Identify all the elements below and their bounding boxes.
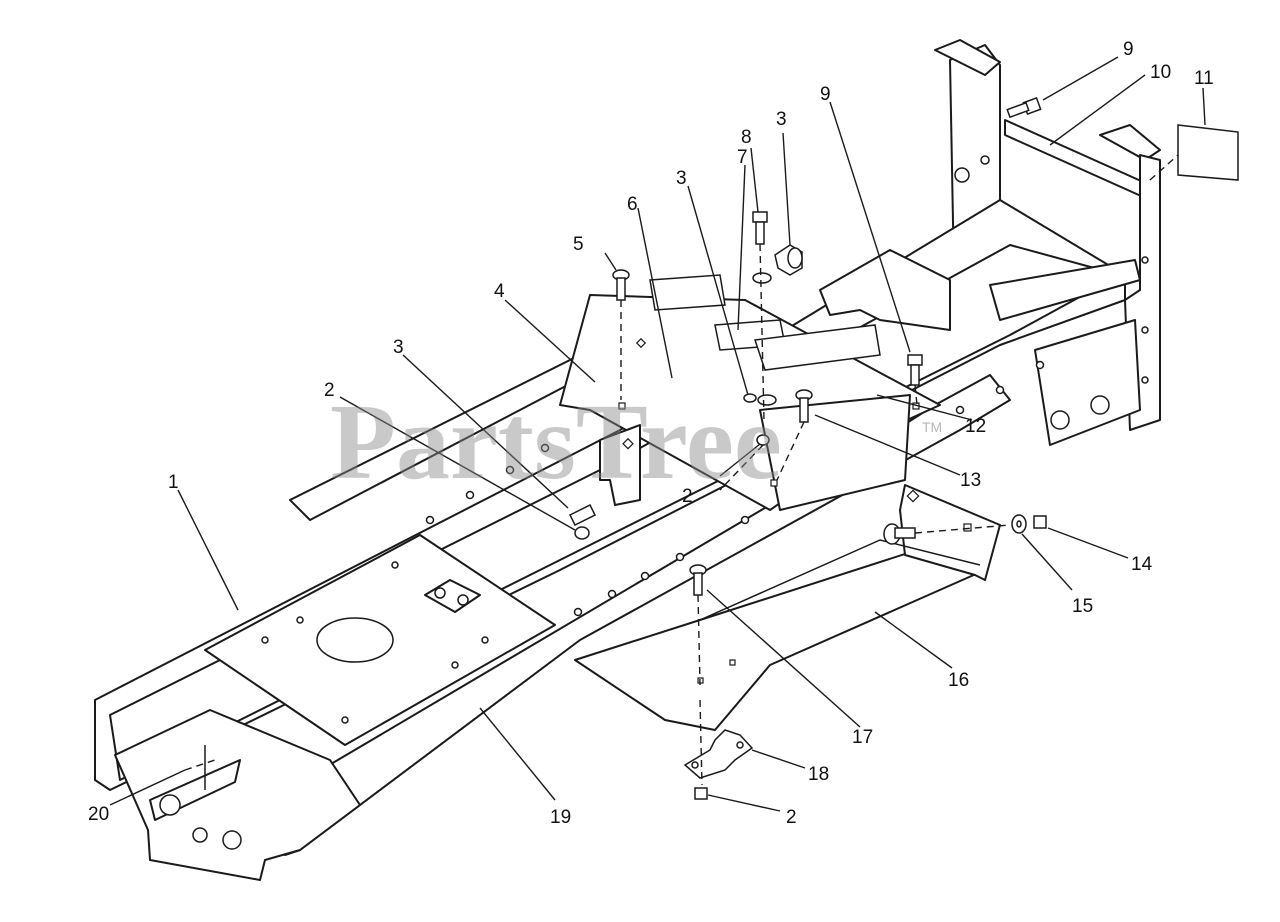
callout-5: 5 — [573, 234, 584, 255]
assembly-lines — [184, 154, 1179, 786]
callout-9-right: 9 — [1123, 39, 1134, 60]
callout-18: 18 — [808, 764, 829, 785]
nut-14 — [1033, 515, 1047, 529]
callout-14: 14 — [1131, 554, 1153, 575]
bolt-8 — [752, 211, 768, 245]
callout-16: 16 — [948, 670, 969, 691]
callout-2-bottom: 2 — [786, 807, 797, 828]
callout-7: 7 — [737, 147, 748, 168]
leader-lines — [109, 56, 1206, 812]
callout-20: 20 — [88, 804, 109, 825]
decal-11 — [1177, 124, 1239, 181]
callout-3-left: 3 — [393, 337, 404, 358]
callout-13: 13 — [960, 470, 981, 491]
watermark-trademark: TM — [922, 419, 942, 435]
side-panel — [574, 484, 1001, 731]
nut-2-left — [568, 503, 597, 540]
callout-labels: 1 2 2 2 3 3 3 4 5 6 7 8 9 9 10 11 12 13 … — [88, 39, 1214, 828]
callout-11: 11 — [1194, 68, 1214, 89]
callout-2-middle: 2 — [682, 486, 693, 507]
callout-3-middle: 3 — [676, 168, 687, 189]
washer-15 — [1011, 514, 1027, 534]
callout-3-top: 3 — [776, 109, 787, 130]
carriage-bolt-13 — [883, 523, 916, 545]
frame-rail-holes — [425, 360, 1045, 617]
callout-17: 17 — [852, 727, 873, 748]
nut-2-bottom — [694, 787, 708, 800]
callout-4: 4 — [494, 281, 505, 302]
spacer-3-top — [752, 244, 803, 284]
callout-10: 10 — [1150, 62, 1171, 83]
bolt-9-right — [1006, 97, 1042, 119]
front-mounting-plate — [204, 534, 556, 746]
clamp-18 — [683, 729, 754, 779]
spacer-3-middle — [743, 393, 777, 406]
callout-19: 19 — [550, 807, 571, 828]
carriage-bolt-17 — [689, 564, 707, 596]
watermark-text: PartsTree — [330, 383, 782, 502]
callout-12: 12 — [965, 416, 986, 437]
callout-1: 1 — [168, 472, 179, 493]
callout-9-left: 9 — [820, 84, 831, 105]
callout-6: 6 — [627, 194, 638, 215]
front-end-plate — [114, 709, 361, 881]
callout-2-left: 2 — [324, 380, 335, 401]
callout-8: 8 — [741, 127, 752, 148]
callout-15: 15 — [1072, 596, 1093, 617]
